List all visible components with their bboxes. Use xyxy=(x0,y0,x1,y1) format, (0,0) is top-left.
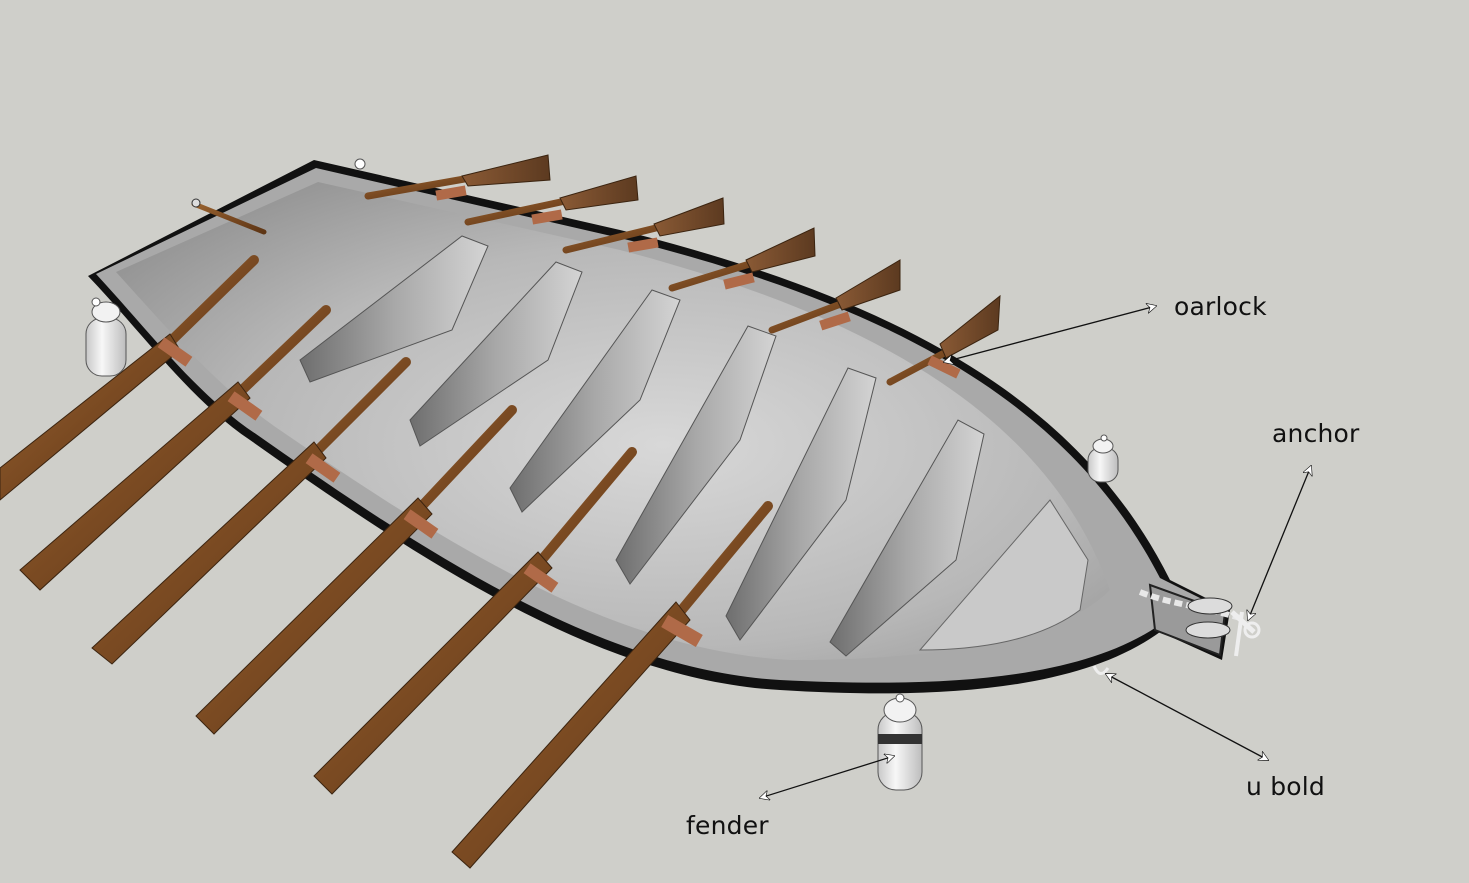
fender-top xyxy=(354,158,366,170)
fender-bow xyxy=(1087,434,1119,483)
arrow-fender xyxy=(760,756,894,798)
near-side-oars xyxy=(0,255,773,869)
arrow-u-bold xyxy=(1106,674,1268,760)
tiller xyxy=(191,198,267,235)
fender-bottom xyxy=(877,693,923,791)
arrow-oarlock xyxy=(944,306,1156,362)
arrow-anchor xyxy=(1248,466,1311,620)
fenders xyxy=(85,158,1119,791)
fender-stern xyxy=(85,297,127,377)
anchor xyxy=(1138,589,1261,657)
label-u-bold: u bold xyxy=(1246,772,1325,801)
thwarts xyxy=(299,235,1089,657)
label-fender: fender xyxy=(686,811,769,840)
far-side-oars xyxy=(364,154,1001,386)
u-bolt xyxy=(1092,665,1110,675)
label-oarlock: oarlock xyxy=(1174,292,1267,321)
annotation-arrows xyxy=(760,306,1311,798)
label-anchor: anchor xyxy=(1272,419,1360,448)
oarlock-pad xyxy=(927,355,961,379)
